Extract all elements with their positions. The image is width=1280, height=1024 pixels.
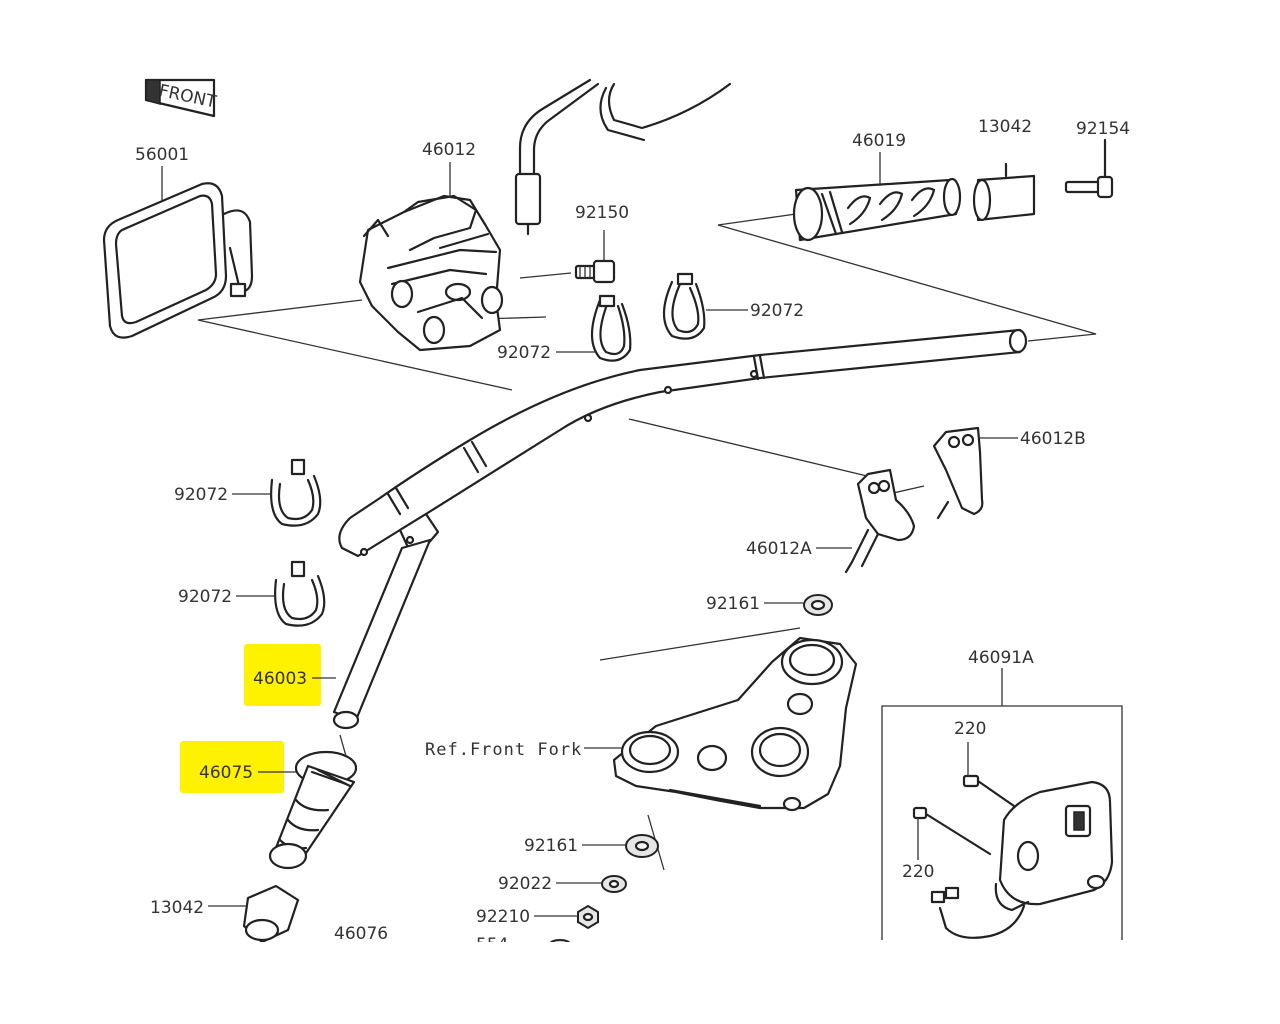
grip-left-46075: [268, 750, 358, 870]
label-92072-upper-right: 92072: [750, 301, 804, 321]
label-46076: 46076: [334, 924, 388, 944]
clamp-pair-upper: [590, 272, 706, 362]
label-46003: 46003: [253, 669, 307, 689]
clamp-pair-left: [270, 458, 326, 627]
highlight-46075: [180, 741, 284, 793]
label-13042-left: 13042: [150, 898, 204, 918]
mirror-stalk: [514, 78, 732, 236]
label-220-upper: 220: [954, 719, 986, 739]
label-46012A: 46012A: [746, 539, 812, 559]
label-92072-left-1: 92072: [174, 485, 228, 505]
bolt-92154: [1064, 138, 1114, 199]
label-56001: 56001: [135, 145, 189, 165]
label-92150: 92150: [575, 203, 629, 223]
label-92161-upper: 92161: [706, 594, 760, 614]
label-leaders: [161, 152, 1018, 917]
label-92022: 92022: [498, 874, 552, 894]
label-92072-upper-left: 92072: [497, 343, 551, 363]
front-direction-sign: FRONT: [144, 78, 219, 118]
holder-46012A: [844, 468, 916, 574]
label-92154: 92154: [1076, 119, 1130, 139]
label-13042-right: 13042: [978, 117, 1032, 137]
label-46012: 46012: [422, 140, 476, 160]
label-92161-lower: 92161: [524, 836, 578, 856]
bottom-crop-mask: [0, 942, 1280, 1024]
bolt-92150: [574, 230, 616, 284]
label-220-lower: 220: [902, 862, 934, 882]
weight-left-13042: [242, 884, 300, 944]
label-46019: 46019: [852, 131, 906, 151]
lower-fasteners: [549, 834, 659, 949]
label-ref-front-fork: Ref.Front Fork: [425, 740, 582, 760]
highlight-46003: [244, 644, 321, 706]
label-46012B: 46012B: [1020, 429, 1086, 449]
lever-holder-46012: [358, 194, 504, 352]
holder-46012B: [932, 426, 984, 520]
label-92210: 92210: [476, 907, 530, 927]
grip-right-46019: [792, 177, 962, 242]
steering-bracket: [612, 636, 858, 812]
weight-right-13042: [972, 162, 1036, 222]
handlebar-46003: [332, 328, 1028, 730]
washer-92161-upper: [803, 594, 833, 616]
mirror-56001: [102, 182, 254, 339]
label-46091A: 46091A: [968, 648, 1034, 668]
label-92072-left-2: 92072: [178, 587, 232, 607]
switch-assembly-box: [881, 668, 1123, 940]
label-46075: 46075: [199, 763, 253, 783]
